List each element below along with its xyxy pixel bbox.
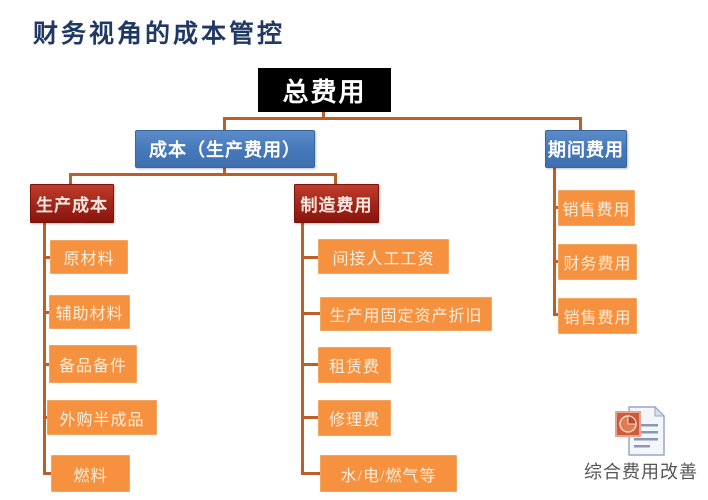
connector-to-manufacturing: [334, 173, 337, 185]
page-title: 财务视角的成本管控: [33, 20, 286, 48]
leaf-repair-fee: 修理费: [318, 400, 391, 436]
connector-middle-stub-2: [301, 312, 320, 315]
ppt-document-icon: [615, 405, 666, 456]
connector-right-stub-3: [553, 313, 560, 316]
node-total-expense: 总费用: [258, 68, 391, 112]
node-production-cost: 生产成本: [30, 184, 114, 223]
connector-left-stub-2: [43, 311, 52, 314]
leaf-raw-materials: 原材料: [50, 240, 128, 274]
node-cost-production-expense: 成本（生产费用）: [135, 130, 315, 168]
connector-right-stub-2: [553, 260, 560, 263]
connector-to-cost: [223, 117, 226, 131]
connector-middle-stub-1: [301, 256, 318, 259]
connector-middle-stub-4: [301, 416, 318, 419]
connector-to-production-cost: [69, 173, 72, 185]
leaf-sales-expense-1: 销售费用: [558, 190, 635, 226]
connector-left-stub-1: [43, 256, 52, 259]
watermark-text: 综合费用改善: [584, 462, 698, 482]
connector-level1-horizontal: [223, 117, 582, 120]
node-manufacturing-expense: 制造费用: [294, 184, 379, 223]
connector-left-trunk: [43, 223, 46, 475]
leaf-indirect-labor-wages: 间接人工工资: [318, 239, 449, 274]
leaf-spare-parts: 备品备件: [49, 345, 137, 383]
leaf-sales-expense-2: 销售费用: [558, 298, 637, 334]
connector-middle-stub-5: [301, 472, 320, 475]
connector-left-stub-5: [43, 472, 52, 475]
connector-middle-trunk: [301, 223, 304, 475]
leaf-water-electricity-gas: 水/电/燃气等: [320, 455, 457, 492]
leaf-rental-fee: 租赁费: [318, 347, 391, 383]
connector-right-stub-1: [553, 206, 560, 209]
connector-cost-stub: [223, 168, 226, 176]
leaf-fixed-asset-depreciation: 生产用固定资产折旧: [320, 297, 492, 331]
leaf-fuel: 燃料: [51, 455, 130, 492]
connector-level2-horizontal: [69, 173, 337, 176]
connector-root-stub: [322, 112, 325, 119]
connector-middle-stub-3: [301, 363, 318, 366]
leaf-auxiliary-materials: 辅助材料: [49, 295, 130, 329]
connector-to-period: [579, 117, 582, 131]
connector-left-stub-3: [43, 363, 52, 366]
node-period-expense: 期间费用: [545, 130, 627, 168]
connector-right-trunk: [553, 168, 556, 316]
leaf-purchased-semifinished: 外购半成品: [47, 400, 157, 435]
leaf-financial-expense: 财务费用: [558, 244, 637, 280]
